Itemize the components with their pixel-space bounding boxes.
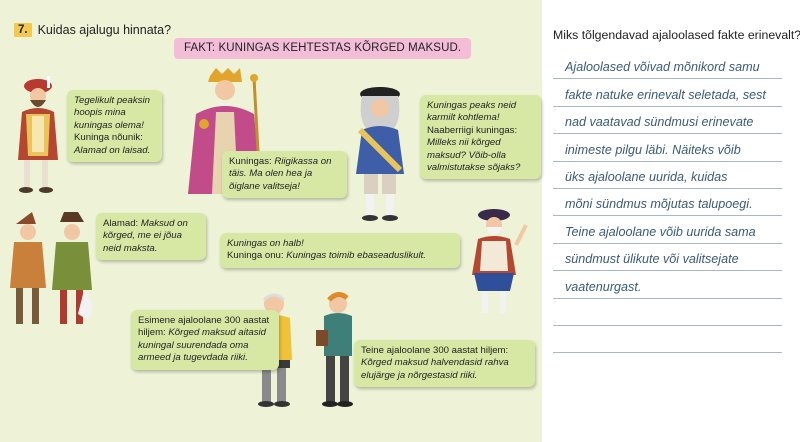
king-speech: Riigikassa on täis. Ma olen hea ja õigla…: [229, 156, 332, 192]
answer-panel: [542, 0, 800, 442]
advisor-speech-bubble: Tegelikult peaksin hoopis mina kuningas …: [67, 90, 162, 163]
subjects-speech-bubble: Alamad: Maksud on kõrged, me ei jõua nei…: [96, 213, 206, 261]
historian-1-speech: Kõrged maksud aitasid kuningal suurendad…: [138, 327, 266, 364]
task-title: Kuidas ajalugu hinnata?: [37, 23, 172, 37]
answer-line-text: üks ajaloolane uurida, kuidas: [565, 169, 728, 184]
fact-box: FAKT: KUNINGAS KEHTESTAS KÕRGED MAKSUD.: [174, 38, 472, 59]
historian-1-speaker: Esimene ajaloolane 300 aastat hiljem:: [138, 315, 270, 339]
advisor-figure: [18, 76, 58, 193]
subjects-speaker: Alamad:: [103, 218, 141, 229]
historian-2-speech-bubble: Teine ajaloolane 300 aastat hiljem: Kõrg…: [354, 340, 535, 388]
uncle-speaker: Kuninga onu:: [227, 250, 287, 262]
king-speech-bubble: Kuningas: Riigikassa on täis. Ma olen he…: [222, 151, 347, 199]
answer-line: üks ajaloolane uurida, kuidas: [553, 162, 782, 189]
answer-line-text: nad vaatavad sündmusi erinevate: [565, 115, 754, 130]
uncle-speech-2: Kuningas toimib ebaseaduslikult.: [286, 250, 426, 262]
answer-line: sündmust ülikute või valitsejate: [553, 244, 782, 272]
answer-line: [553, 326, 782, 354]
answer-line-text: vaatenurgast.: [565, 279, 642, 294]
answer-line: nad vaatavad sündmusi erinevate: [553, 107, 782, 135]
answer-line-text: mõni sündmus mõjutas talupoegi.: [565, 197, 753, 212]
uncle-figure: [472, 209, 528, 313]
question-text: Miks tõlgendavad ajaloolased fakte erine…: [553, 28, 800, 42]
king-speaker: Kuningas:: [229, 156, 275, 167]
answer-line-text: Ajaloolased võivad mõnikord samu: [565, 60, 760, 75]
answer-line-text: sündmust ülikute või valitsejate: [565, 252, 739, 267]
answer-line-text: inimeste pilgu läbi. Näiteks võib: [565, 142, 741, 157]
neighbor-speech-1: Kuningas peaks neid karmilt kohtlema!: [427, 100, 517, 124]
answer-line: [553, 299, 782, 326]
task-header: 7. Kuidas ajalugu hinnata?: [14, 23, 171, 37]
answer-line: mõni sündmus mõjutas talupoegi.: [553, 189, 782, 217]
historian-1-speech-bubble: Esimene ajaloolane 300 aastat hiljem: Kõ…: [131, 310, 279, 370]
subjects-speech: Maksud on kõrged, me ei jõua neid maksta…: [103, 218, 188, 254]
answer-line: inimeste pilgu läbi. Näiteks võib: [553, 134, 782, 162]
neighbor-speech-2: Milleks nii kõrged maksud? Võib-olla val…: [427, 137, 521, 174]
subjects-figure: [10, 212, 93, 324]
historian-2-speech: Kõrged maksud halvendasid rahva elujärge…: [361, 357, 509, 381]
answer-line: fakte natuke erinevalt seletada, sest: [553, 79, 782, 107]
answer-line-text: fakte natuke erinevalt seletada, sest: [565, 87, 766, 102]
advisor-speaker: Kuninga nõunik:: [74, 132, 143, 144]
neighbor-king-figure: [356, 87, 404, 221]
answer-line: Teine ajaloolane võib uurida sama: [553, 216, 782, 244]
historian-2-speaker: Teine ajaloolane 300 aastat hiljem:: [361, 345, 509, 356]
answer-line-text: Teine ajaloolane võib uurida sama: [565, 224, 756, 239]
advisor-speech-1: Tegelikult peaksin hoopis mina kuningas …: [74, 95, 150, 131]
uncle-speech-bubble: Kuningas on halb! Kuninga onu: Kuningas …: [220, 233, 460, 268]
advisor-speech-2: Alamad on laisad.: [74, 144, 151, 156]
neighbor-king-speech-bubble: Kuningas peaks neid karmilt kohtlema! Na…: [420, 95, 541, 180]
neighbor-speaker: Naaberriigi kuningas:: [427, 124, 518, 136]
answer-line: Ajaloolased võivad mõnikord samu: [553, 52, 782, 80]
historian-2-figure: [316, 292, 353, 407]
answer-area[interactable]: Ajaloolased võivad mõnikord samu fakte n…: [553, 52, 782, 354]
task-number: 7.: [14, 23, 32, 37]
answer-line: vaatenurgast.: [553, 271, 782, 299]
uncle-speech-1: Kuningas on halb!: [227, 238, 304, 249]
